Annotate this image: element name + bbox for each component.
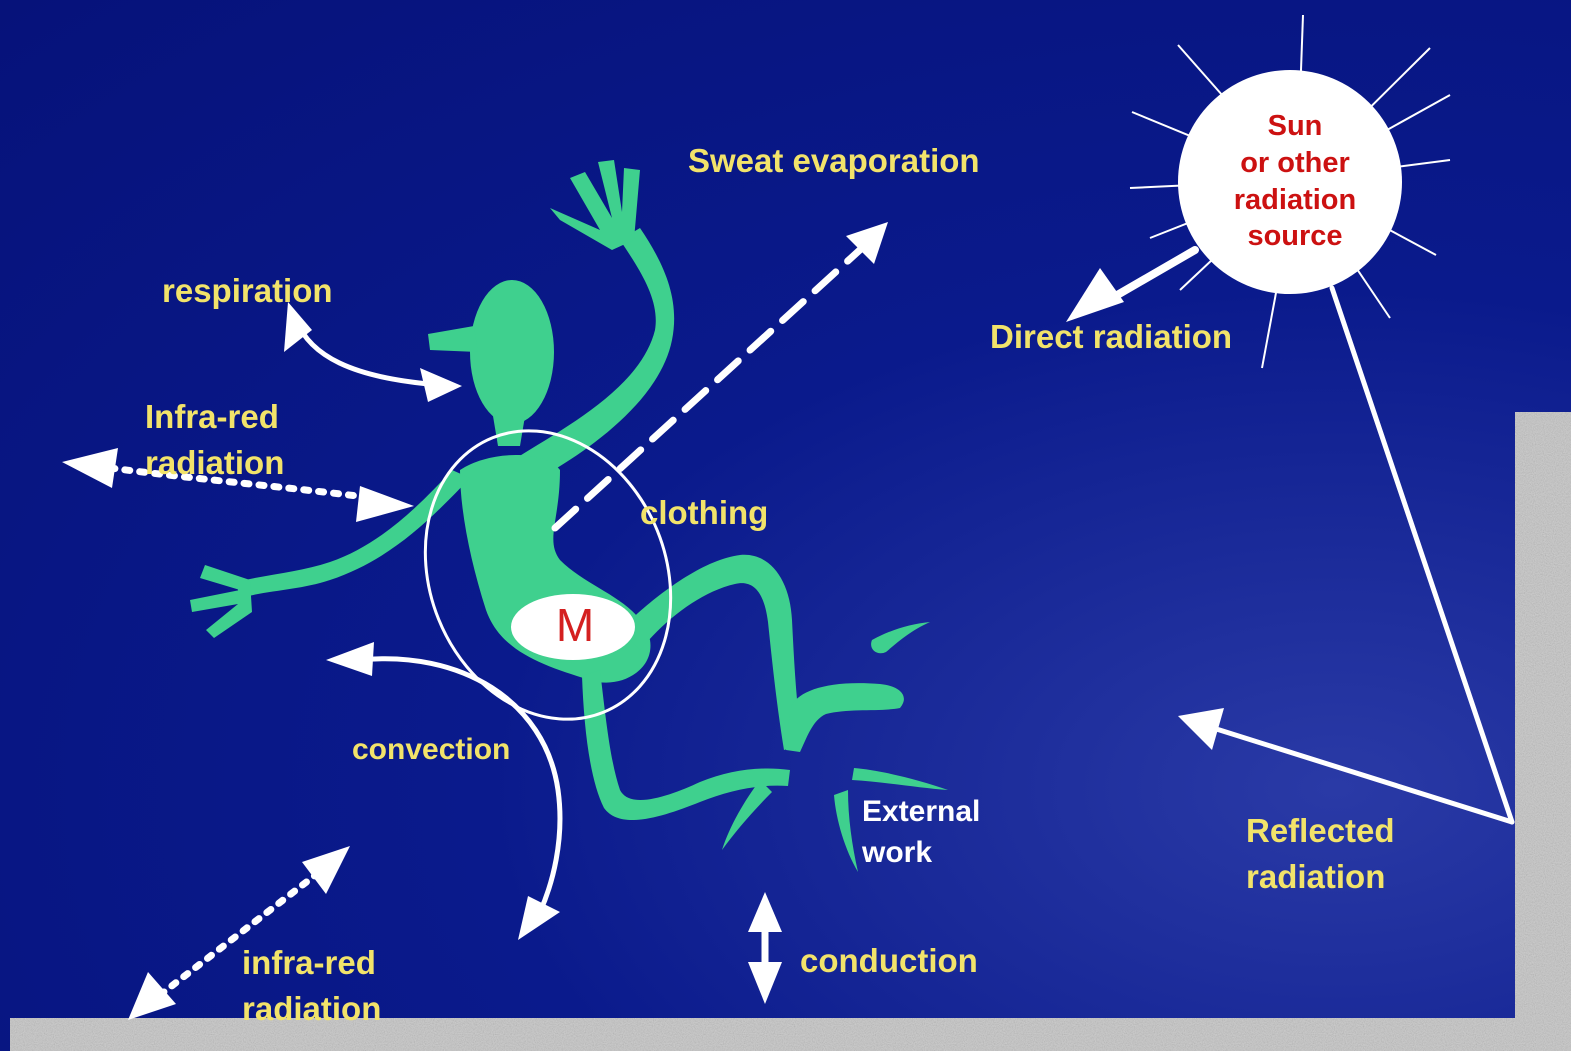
label-respiration: respiration: [162, 270, 333, 313]
conduction-arrow: [748, 892, 782, 1004]
sweat-evaporation-arrow: [555, 222, 888, 528]
sun-label-line2: or other: [1185, 145, 1405, 182]
label-infra-red-bottom: infra-red radiation: [242, 940, 381, 1031]
wall-surface: [1515, 412, 1571, 1032]
sun-label-line4: source: [1185, 218, 1405, 255]
respiration-arrow: [284, 302, 462, 402]
label-infra-red-bottom-line1: infra-red: [242, 940, 381, 986]
label-clothing: clothing: [640, 492, 768, 535]
label-infra-red-top-line1: Infra-red: [145, 394, 284, 440]
label-reflected-radiation-line1: Reflected: [1246, 808, 1395, 854]
sun-label: Sun or other radiation source: [1185, 108, 1405, 255]
label-infra-red-top: Infra-red radiation: [145, 394, 284, 485]
label-reflected-radiation-line2: radiation: [1246, 854, 1395, 900]
sun-label-line1: Sun: [1185, 108, 1405, 145]
reflected-radiation-arrow: [1178, 288, 1512, 822]
label-direct-radiation: Direct radiation: [990, 316, 1232, 359]
label-convection: convection: [352, 730, 510, 769]
label-infra-red-top-line2: radiation: [145, 440, 284, 486]
direct-radiation-arrow: [1066, 250, 1195, 322]
label-conduction: conduction: [800, 940, 978, 983]
label-reflected-radiation: Reflected radiation: [1246, 808, 1395, 899]
metabolism-label: M: [520, 598, 630, 652]
label-sweat-evaporation: Sweat evaporation: [688, 140, 980, 183]
sun-label-line3: radiation: [1185, 182, 1405, 219]
label-external-work-line1: External: [862, 792, 980, 833]
label-external-work: External work: [862, 792, 980, 873]
label-external-work-line2: work: [862, 833, 980, 874]
label-infra-red-bottom-line2: radiation: [242, 986, 381, 1032]
convection-arrow: [326, 642, 560, 940]
